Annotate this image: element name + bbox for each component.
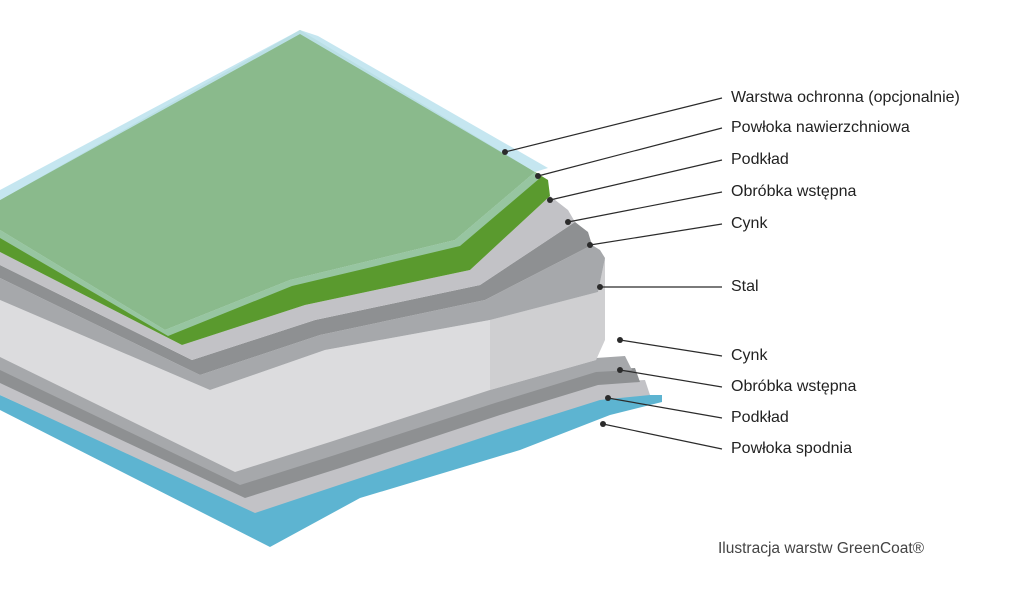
label-primer-bottom: Podkład	[731, 409, 789, 426]
label-protective-layer: Warstwa ochronna (opcjonalnie)	[731, 89, 960, 106]
topcoat-layer	[0, 172, 550, 345]
leader-line	[602, 423, 723, 450]
leader-dot	[587, 242, 593, 248]
leader-line	[549, 159, 723, 201]
leader-line	[589, 223, 723, 246]
leader-dot	[597, 284, 603, 290]
leader-dot	[535, 173, 541, 179]
label-steel: Stal	[731, 278, 759, 295]
bottom-pretreatment-layer	[0, 368, 640, 498]
leader-dot	[600, 421, 606, 427]
bottom-primer-layer	[0, 380, 650, 513]
topcoat-face	[0, 30, 535, 330]
steel-layer	[0, 258, 605, 472]
label-backcoat: Powłoka spodnia	[731, 440, 852, 457]
backcoat-layer	[0, 395, 662, 547]
top-pretreatment-layer	[0, 222, 592, 375]
top-primer-layer	[0, 196, 575, 360]
leader-lines	[504, 97, 723, 450]
leader-line	[537, 127, 723, 177]
caption: Ilustracja warstw GreenCoat®	[718, 540, 925, 557]
leader-dots	[502, 149, 623, 427]
protective-layer	[0, 30, 548, 200]
leader-dot	[547, 197, 553, 203]
leader-line	[619, 339, 723, 357]
leader-dot	[617, 367, 623, 373]
label-topcoat: Powłoka nawierzchniowa	[731, 119, 910, 136]
steel-side	[490, 258, 605, 390]
label-zinc-bottom: Cynk	[731, 347, 768, 364]
leader-dot	[605, 395, 611, 401]
leader-line	[607, 397, 723, 419]
leader-line	[504, 97, 723, 153]
label-pretreatment-top: Obróbka wstępna	[731, 183, 857, 200]
leader-line	[619, 369, 723, 388]
leader-dot	[617, 337, 623, 343]
top-zinc-layer	[0, 245, 605, 390]
leader-dot	[565, 219, 571, 225]
label-primer-top: Podkład	[731, 151, 789, 168]
bottom-zinc-layer	[0, 355, 632, 485]
label-zinc-top: Cynk	[731, 215, 768, 232]
label-pretreatment-bottom: Obróbka wstępna	[731, 378, 857, 395]
leader-line	[567, 191, 723, 223]
leader-dot	[502, 149, 508, 155]
